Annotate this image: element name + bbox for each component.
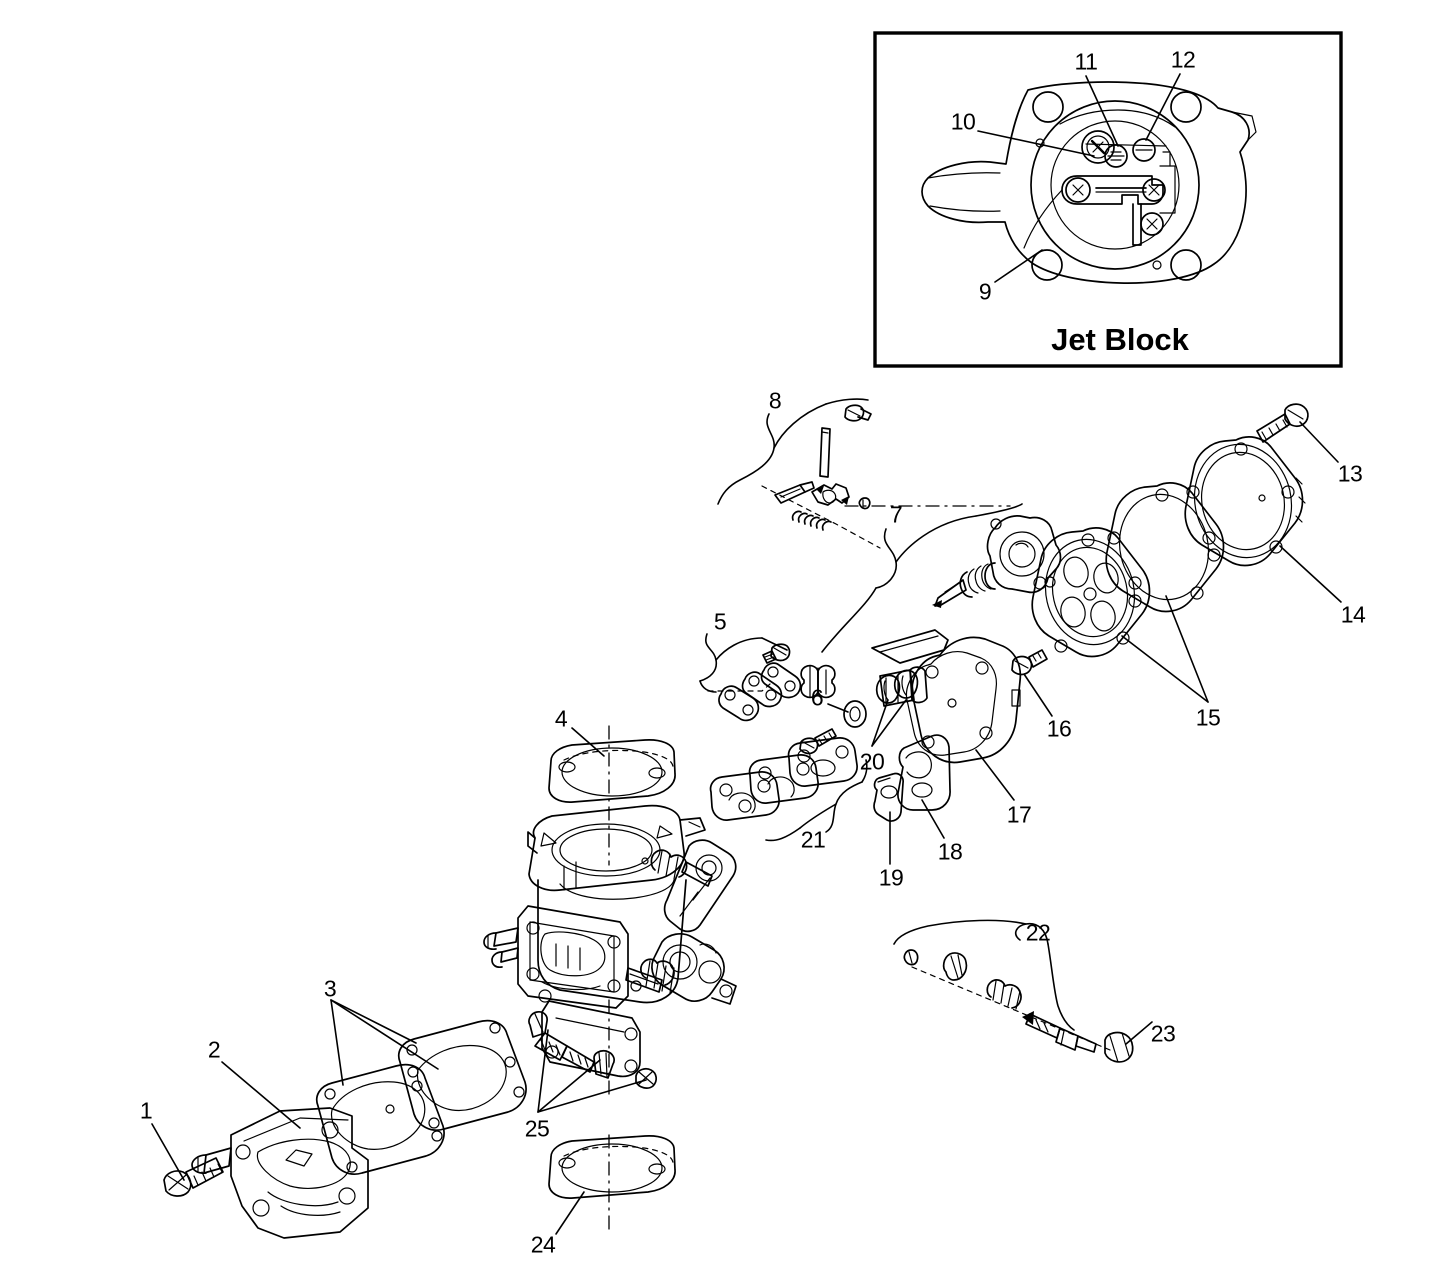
callout-11[interactable]: 11 [1074,48,1098,75]
part-7-high-speed-valve [932,515,1062,608]
part-8-needle-seat-kit [774,404,872,531]
callout-20[interactable]: 20 [859,748,885,775]
callout-2[interactable]: 2 [207,1036,221,1063]
part-21-spacer-plates [709,728,858,821]
callout-10[interactable]: 10 [950,108,976,135]
callout-18[interactable]: 18 [937,838,963,865]
callout-23[interactable]: 23 [1150,1020,1176,1047]
part-16-screw [1011,649,1048,676]
callout-17[interactable]: 17 [1006,801,1032,828]
callout-22[interactable]: 22 [1025,919,1051,946]
callout-5[interactable]: 5 [713,608,727,635]
part-13-screw [1256,403,1309,443]
callout-16[interactable]: 16 [1046,715,1072,742]
part-5-link-plates [718,643,802,722]
part-14-cover [1184,436,1306,567]
callout-8[interactable]: 8 [768,387,782,414]
jet-block-inset [873,31,1343,368]
part-15-gasket-ported [1031,527,1151,658]
callout-21[interactable]: 21 [800,826,826,853]
jet-block-casting [921,81,1257,284]
part-4-top-gasket [548,739,676,803]
parts-22-23-mixture-screw [903,949,1134,1063]
callout-6[interactable]: 6 [810,684,824,711]
inset-leaders [977,73,1181,283]
callout-24[interactable]: 24 [530,1231,556,1258]
callout-19[interactable]: 19 [878,864,904,891]
callout-9[interactable]: 9 [978,278,992,305]
callout-12[interactable]: 12 [1170,46,1196,73]
callout-4[interactable]: 4 [554,705,568,732]
assembly-axis [608,505,1011,1231]
callout-13[interactable]: 13 [1337,460,1363,487]
callout-25[interactable]: 25 [524,1115,550,1142]
part-25-jets [528,1011,657,1089]
callout-3[interactable]: 3 [323,975,337,1002]
callout-14[interactable]: 14 [1340,601,1366,628]
carburetor-body [483,804,737,1078]
main-leaders [151,398,1342,1235]
part-17-pump-body [871,629,1022,822]
callout-1[interactable]: 1 [139,1097,153,1124]
callout-7[interactable]: 7 [889,501,903,528]
parts-13-14-15-cover-gaskets [1031,403,1309,658]
part-15-gasket-plain [1105,482,1225,613]
part-24-bottom-gasket [548,1135,676,1199]
callout-15[interactable]: 15 [1195,704,1221,731]
part-6-and-20-seals [800,664,919,728]
parts-1-2-3-fuel-pump [163,1019,527,1239]
